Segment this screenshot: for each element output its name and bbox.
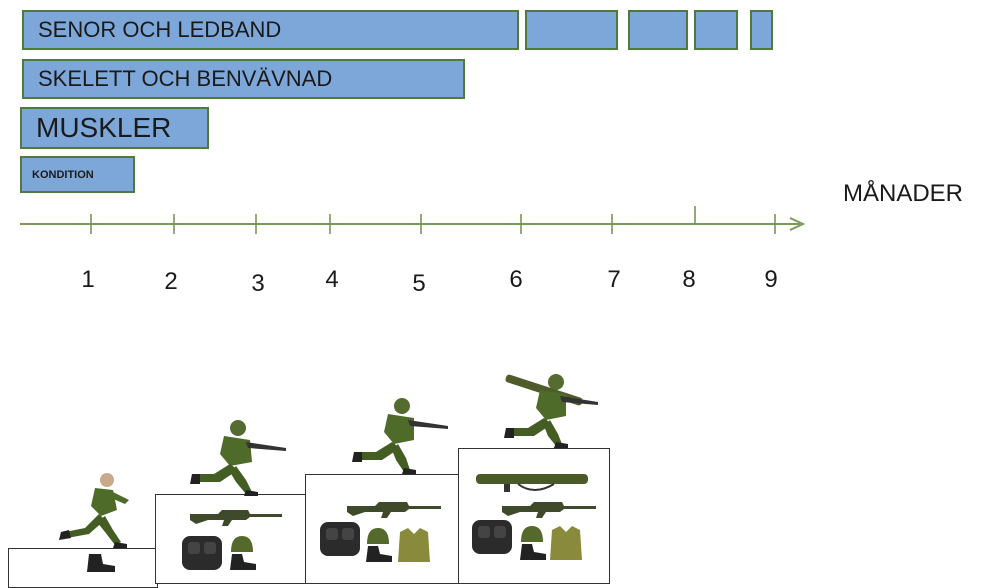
helmet-icon <box>519 524 545 544</box>
boots-icon <box>518 544 548 562</box>
rifle-icon <box>188 508 284 528</box>
body-armor-icon <box>548 524 584 562</box>
soldier-icon <box>55 470 135 548</box>
timeline-axis <box>0 0 1000 260</box>
tick-label-3: 3 <box>251 270 264 298</box>
boots-icon <box>364 546 394 564</box>
axis-label-months: MÅNADER <box>843 180 963 208</box>
tick-label-5: 5 <box>412 270 425 298</box>
backpack-icon <box>470 516 514 556</box>
rifle-icon <box>500 500 598 520</box>
backpack-icon <box>180 532 224 572</box>
backpack-icon <box>318 518 362 558</box>
boots-icon <box>228 554 258 572</box>
rifle-icon <box>345 500 443 520</box>
tick-label-6: 6 <box>509 266 522 294</box>
soldier-rifle-icon <box>190 418 290 496</box>
helmet-icon <box>365 526 391 546</box>
step-level-1 <box>8 548 158 588</box>
helmet-icon <box>229 534 255 554</box>
tick-label-4: 4 <box>325 266 338 294</box>
tick-label-8: 8 <box>682 266 695 294</box>
soldier-rifle-icon <box>350 396 450 474</box>
launcher-icon <box>474 466 592 494</box>
tick-label-1: 1 <box>81 266 94 294</box>
tick-label-2: 2 <box>164 268 177 296</box>
tick-label-7: 7 <box>607 266 620 294</box>
soldier-launcher-icon <box>500 372 600 448</box>
body-armor-icon <box>396 526 432 564</box>
tick-label-9: 9 <box>764 266 777 294</box>
boots-icon <box>85 552 119 574</box>
